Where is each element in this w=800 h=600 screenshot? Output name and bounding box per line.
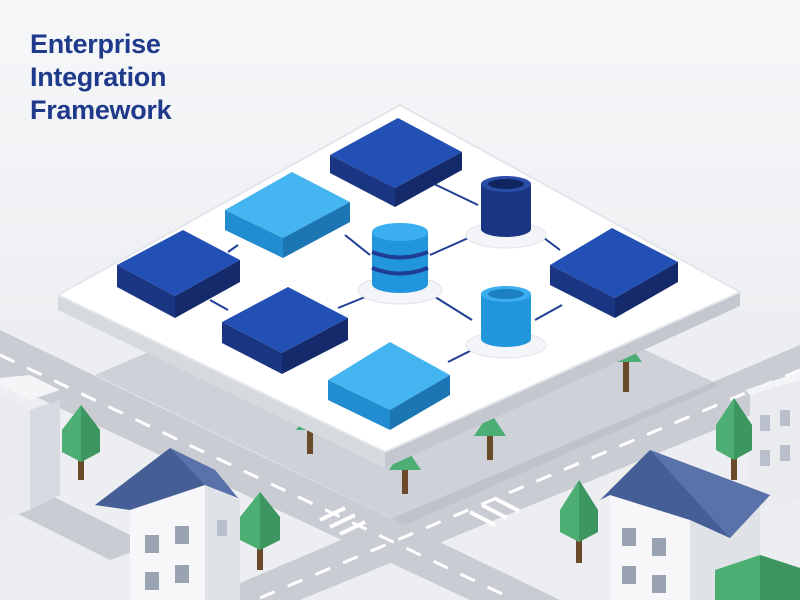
connector: [534, 304, 563, 321]
building-right-back: [745, 372, 800, 510]
window: [145, 535, 159, 553]
window: [760, 450, 770, 466]
house-right: [600, 450, 770, 600]
title-line-3: Framework: [30, 95, 172, 125]
window: [780, 445, 790, 461]
house-left: [95, 448, 240, 600]
window: [652, 575, 666, 593]
window: [622, 528, 636, 546]
window: [175, 565, 189, 583]
tree: [474, 412, 506, 460]
title-line-2: Integration: [30, 62, 167, 92]
connector: [344, 234, 371, 256]
crosswalk: [319, 496, 520, 536]
title-line-1: Enterprise: [30, 29, 161, 59]
window: [780, 410, 790, 426]
window: [145, 572, 159, 590]
block-top: [330, 118, 462, 207]
lane-marking: [0, 353, 516, 600]
diagram-title: Enterprise Integration Framework: [30, 28, 172, 127]
crosswalk-stripe: [481, 503, 508, 520]
connector: [227, 244, 239, 253]
window: [622, 566, 636, 584]
window: [652, 538, 666, 556]
connector: [429, 181, 479, 206]
road-markings: [0, 353, 800, 600]
window: [217, 520, 227, 536]
connector: [431, 294, 473, 321]
connector: [447, 349, 473, 363]
block-right: [550, 228, 678, 318]
crosswalk-stripe: [469, 510, 496, 527]
block-left: [117, 230, 240, 318]
crosswalk-stripe: [329, 513, 356, 529]
lane-marking: [254, 368, 800, 600]
tree-right-2: [560, 480, 598, 563]
platform-side-right: [385, 292, 740, 468]
database-center: [357, 223, 443, 305]
database-dark: [465, 176, 547, 249]
block-bottom: [328, 342, 450, 430]
tree-right-1: [716, 398, 752, 480]
block-center: [222, 287, 348, 374]
building-left-back: [0, 375, 60, 520]
platform-side-left: [58, 295, 385, 468]
window: [760, 415, 770, 431]
tree-left-1: [62, 405, 100, 480]
connector: [209, 299, 229, 311]
hedge-right: [715, 555, 800, 600]
crosswalk-stripe: [319, 506, 346, 522]
database-right: [465, 286, 547, 359]
crosswalk-stripe: [493, 496, 520, 513]
window: [175, 526, 189, 544]
block-upper-light: [225, 172, 350, 258]
crosswalk-stripe: [339, 520, 366, 536]
tree-left-2: [240, 492, 280, 570]
